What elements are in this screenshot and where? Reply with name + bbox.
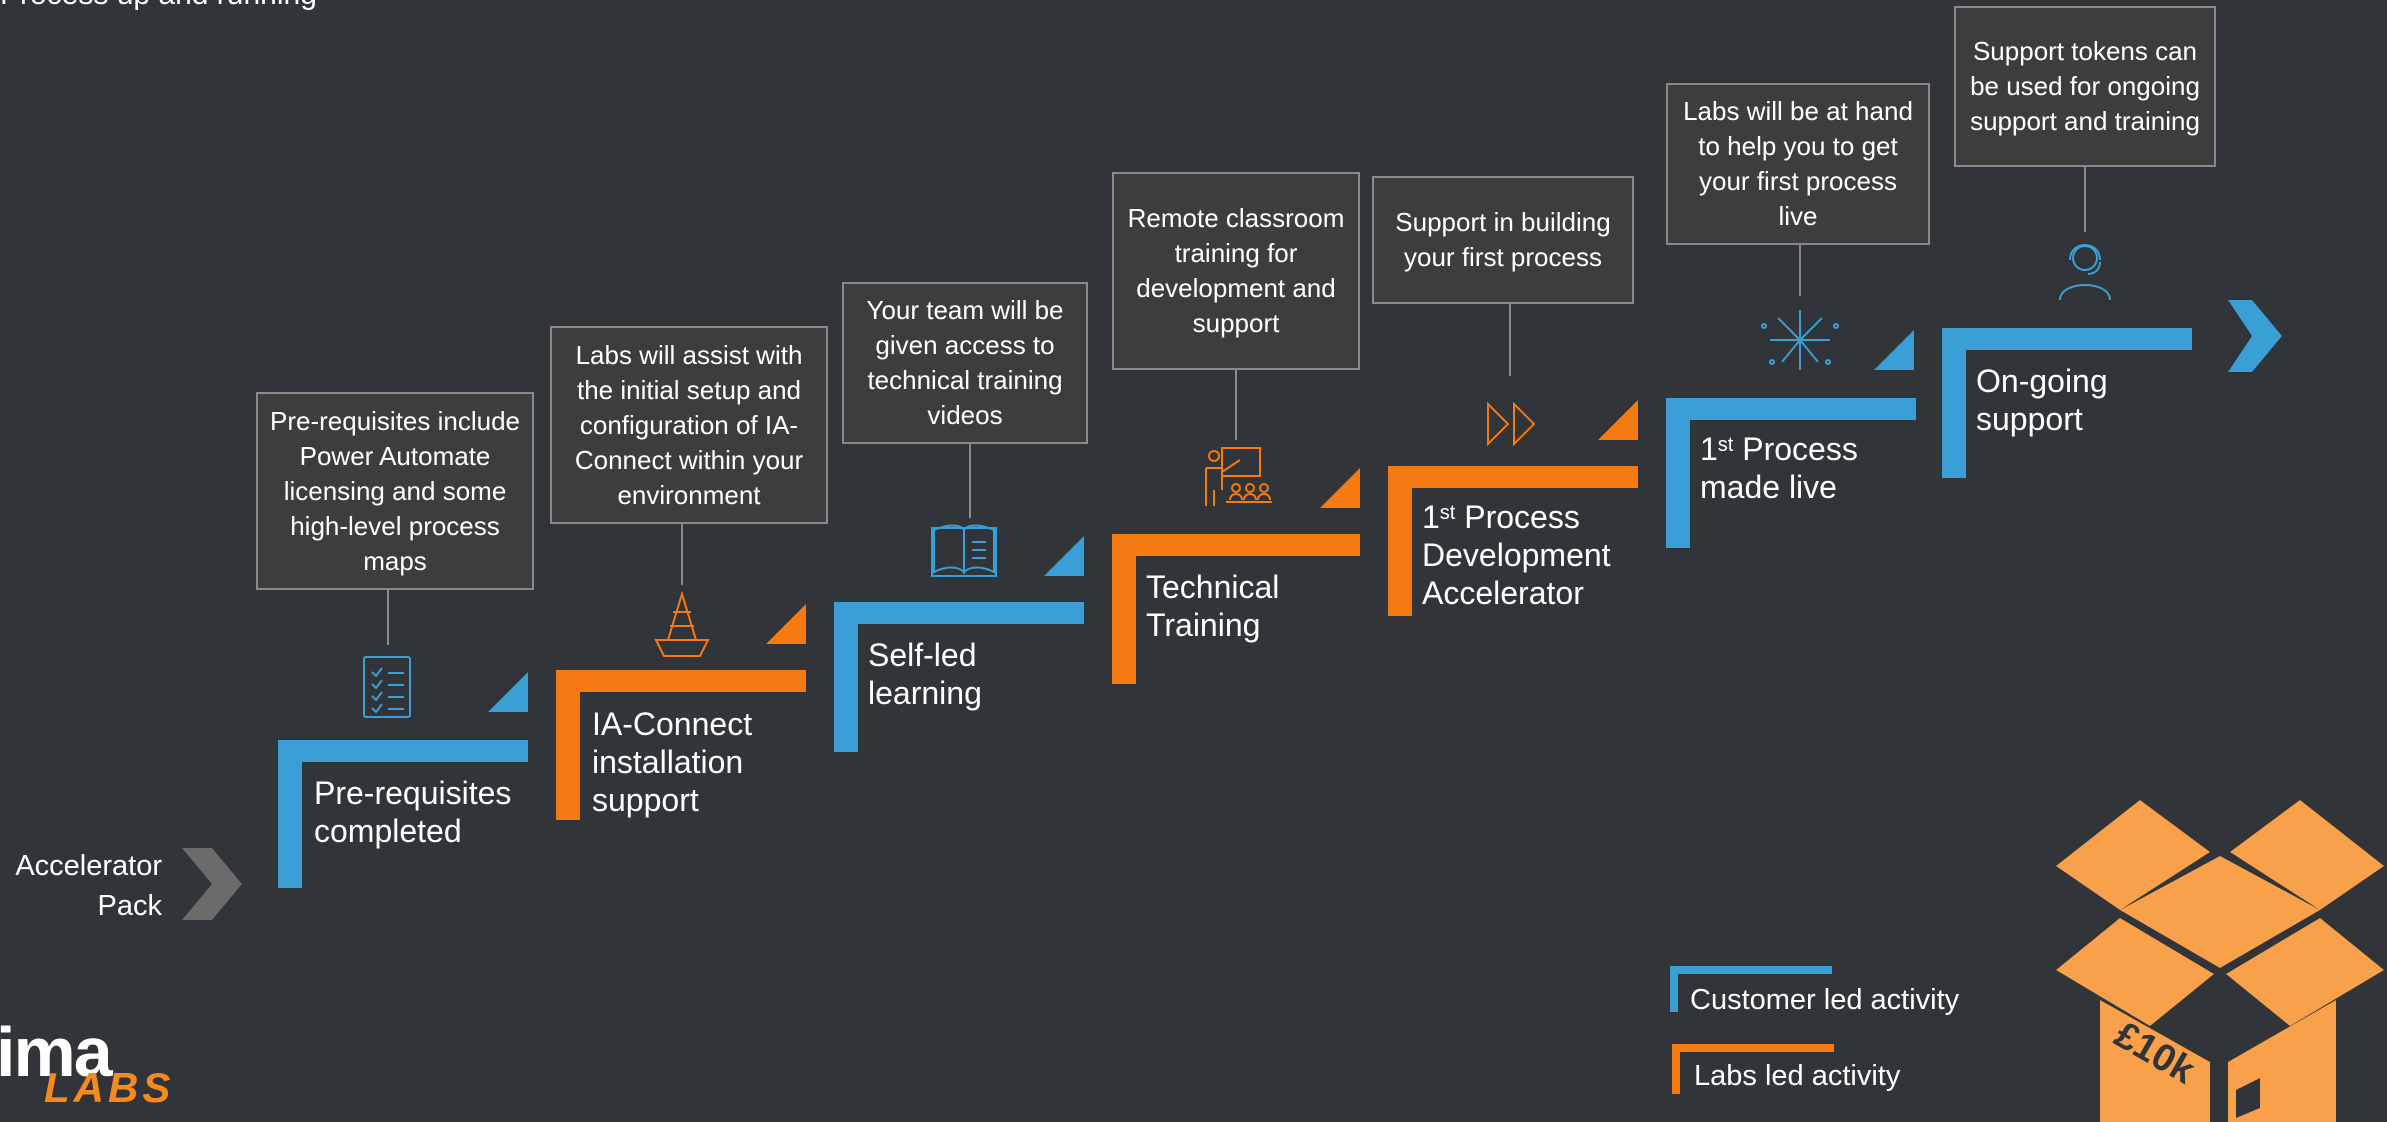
start-chevron (182, 848, 242, 920)
callout-step-4: Remote classroom training for developmen… (1112, 172, 1360, 370)
callout-connectors (387, 167, 2086, 645)
legend-labs-marker (1672, 1044, 1834, 1094)
company-logo: ima (0, 1013, 113, 1091)
callout-step-3: Your team will be given access to techni… (842, 282, 1088, 444)
step-7-stair (1942, 328, 2192, 478)
company-logo-sub: LABS (44, 1064, 175, 1111)
step-6-stair (1666, 330, 1916, 548)
page-headline: Process up and running (0, 0, 317, 12)
step-6-label: 1st Process made live (1700, 431, 1858, 505)
book-icon (931, 524, 997, 577)
legend-customer-label: Customer led activity (1690, 984, 1960, 1016)
callout-step-5: Support in building your first process (1372, 176, 1634, 304)
classroom-icon (1205, 447, 1272, 506)
step-2-stair (556, 604, 806, 820)
price-box-graphic (2056, 800, 2384, 1122)
callout-step-6: Labs will be at hand to help you to get … (1666, 83, 1930, 245)
callout-step-1: Pre-requisites include Power Automate li… (256, 392, 534, 590)
end-chevron (2228, 300, 2282, 372)
fireworks-icon (1761, 310, 1839, 370)
checklist-icon (363, 656, 411, 718)
step-5-stair (1388, 400, 1638, 616)
traffic-cone-icon (654, 590, 710, 657)
step-4-stair (1112, 468, 1360, 684)
step-1-stair (278, 672, 528, 888)
fast-forward-icon (1487, 401, 1536, 447)
callout-step-2: Labs will assist with the initial setup … (550, 326, 828, 524)
callout-step-7: Support tokens can be used for ongoing s… (1954, 6, 2216, 167)
headset-icon (2059, 244, 2111, 301)
legend-labs-label: Labs led activity (1694, 1060, 1901, 1092)
legend-customer-marker (1670, 966, 1832, 1012)
step-3-stair (834, 536, 1084, 752)
